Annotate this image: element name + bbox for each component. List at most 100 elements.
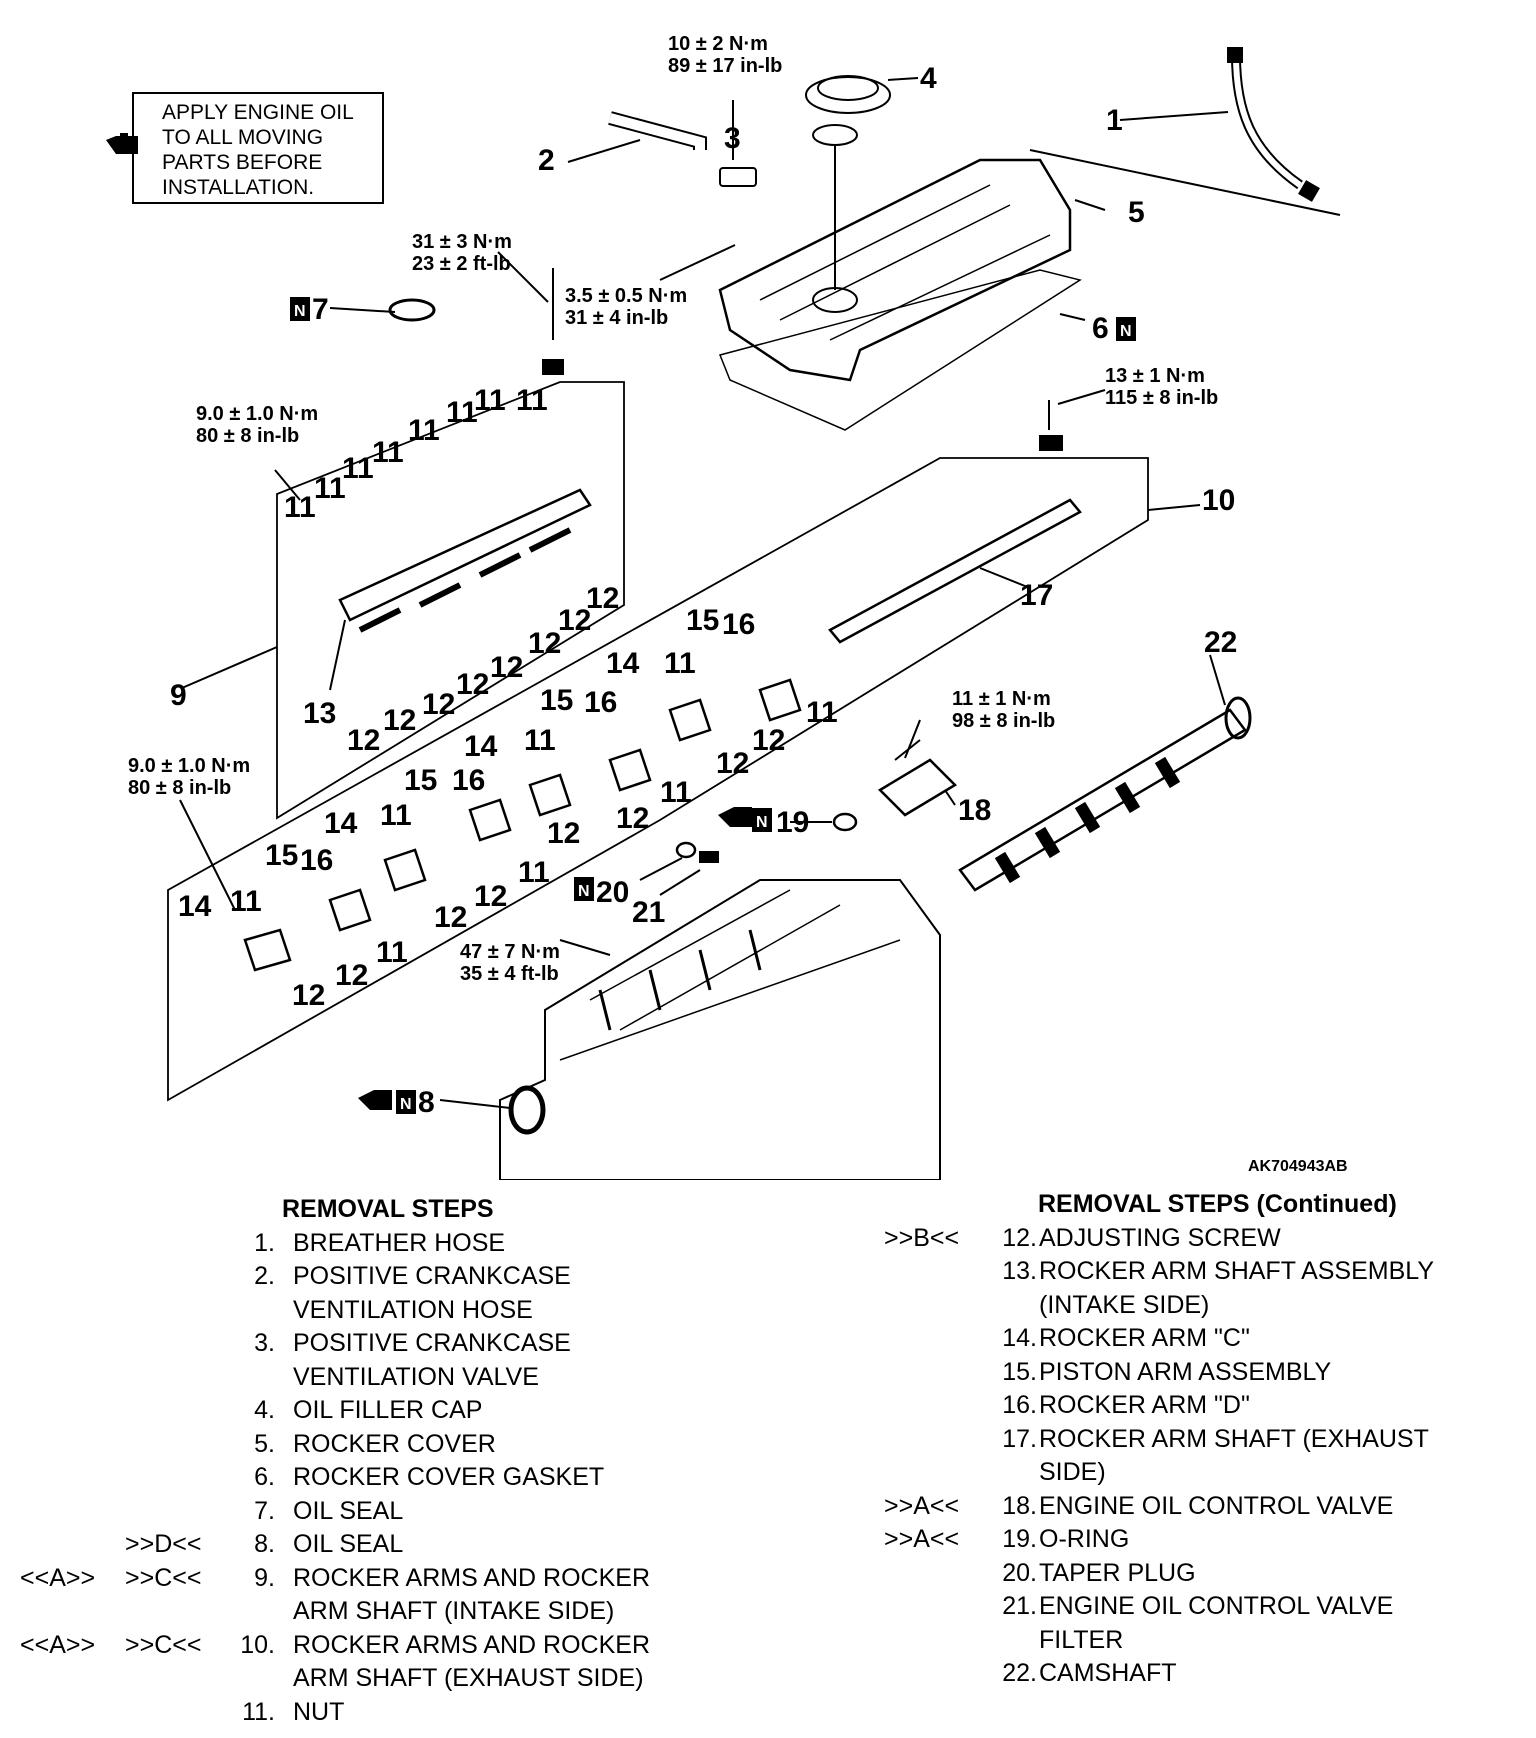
service-mark xyxy=(884,1356,999,1390)
step-number: 3. xyxy=(254,1329,275,1357)
step-text: OIL FILLER CAP xyxy=(293,1396,483,1424)
spacer xyxy=(884,1456,999,1490)
step-text: ROCKER ARM "D" xyxy=(1039,1391,1250,1419)
step-number: 17. xyxy=(1002,1424,1037,1453)
rocker-cover-gasket xyxy=(718,269,1082,431)
exhaust-rocker-shaft xyxy=(828,498,1082,644)
intake-assembly-frame xyxy=(276,381,625,820)
intake-rocker-shaft xyxy=(338,488,592,622)
removal-step: >>A<<19.O-RING xyxy=(884,1523,1524,1557)
spacer xyxy=(233,1361,275,1395)
callout-15: 15 xyxy=(265,839,298,872)
service-mark xyxy=(884,1557,999,1591)
spacer xyxy=(20,1361,125,1395)
removal-step: 14.ROCKER ARM "C" xyxy=(884,1322,1524,1356)
service-mark xyxy=(125,1461,233,1495)
service-mark xyxy=(20,1327,125,1361)
callout-12: 12 xyxy=(292,979,325,1012)
callout-14: 14 xyxy=(178,890,212,923)
torque-spec-filter-nm: 47 ± 7 N·m xyxy=(460,941,560,963)
removal-step: 16.ROCKER ARM "D" xyxy=(884,1389,1524,1423)
callout-14: 14 xyxy=(324,807,358,840)
step-text: ADJUSTING SCREW xyxy=(1039,1223,1281,1252)
removal-step: >>D<<8.OIL SEAL xyxy=(20,1528,760,1562)
service-mark xyxy=(20,1696,125,1730)
torque-spec-valve-lb: 98 ± 8 in-lb xyxy=(952,710,1055,732)
spacer xyxy=(999,1289,1037,1323)
removal-step: 11.NUT xyxy=(20,1696,760,1730)
callout-6: 6 xyxy=(1092,312,1109,345)
step-number: 7. xyxy=(254,1496,275,1525)
step-text: O-RING xyxy=(1039,1525,1130,1553)
torque-spec-exhaust-lb: 115 ± 8 in-lb xyxy=(1105,387,1218,409)
step-number: 14. xyxy=(1002,1324,1037,1352)
removal-steps-list: REMOVAL STEPS 1. BREATHER HOSE 2.POSITIVE … xyxy=(20,1193,760,1729)
torque-spec-valve-nm: 11 ± 1 N·m xyxy=(952,688,1051,710)
spacer xyxy=(884,1289,999,1323)
step-number: 10. xyxy=(240,1630,275,1659)
step-text: (INTAKE SIDE) xyxy=(1039,1290,1210,1319)
oil-filler-cap xyxy=(805,76,891,114)
removal-step: <<A>>>>C<<10.ROCKER ARMS AND ROCKER xyxy=(20,1629,760,1663)
callout-13: 13 xyxy=(303,697,336,730)
removal-step: 7.OIL SEAL xyxy=(20,1495,760,1529)
torque-spec-filter-lb: 35 ± 4 ft-lb xyxy=(460,963,559,985)
step-number: 19. xyxy=(1002,1525,1037,1553)
step-text: ARM SHAFT (EXHAUST SIDE) xyxy=(293,1664,644,1692)
removal-step: 3.POSITIVE CRANKCASE xyxy=(20,1327,760,1361)
callout-19: 19 xyxy=(776,806,809,839)
step-text: BREATHER HOSE xyxy=(293,1228,506,1257)
callout-11: 11 xyxy=(372,436,404,469)
service-mark xyxy=(125,1428,233,1462)
step-text: ENGINE OIL CONTROL VALVE xyxy=(1039,1592,1394,1620)
step-text: ROCKER COVER GASKET xyxy=(293,1463,605,1491)
callout-16: 16 xyxy=(300,844,333,877)
torque-spec-intake-lb: 80 ± 8 in-lb xyxy=(196,425,299,447)
note-line: TO ALL MOVING xyxy=(162,126,324,149)
callout-12: 12 xyxy=(456,668,489,701)
removal-step: 21.ENGINE OIL CONTROL VALVE xyxy=(884,1590,1524,1624)
step-text: VENTILATION HOSE xyxy=(293,1295,533,1324)
service-mark: >>D<< xyxy=(125,1530,202,1558)
service-mark xyxy=(20,1428,125,1462)
engine-oil-control-valve xyxy=(877,758,958,817)
step-number: 11. xyxy=(242,1697,275,1726)
step-text: ROCKER ARM SHAFT (EXHAUST xyxy=(1039,1424,1429,1453)
callout-12: 12 xyxy=(528,627,561,660)
callout-11: 11 xyxy=(516,384,548,417)
spacer xyxy=(233,1294,275,1328)
callout-7: 7 xyxy=(312,293,329,326)
step-text: ROCKER ARM "C" xyxy=(1039,1324,1250,1352)
torque-specs: 10 ± 2 N·m 89 ± 17 in-lb 31 ± 3 N·m 23 ±… xyxy=(128,33,1218,985)
cylinder-head xyxy=(499,879,941,1180)
removal-step: 22.CAMSHAFT xyxy=(884,1657,1524,1691)
step-number: 1. xyxy=(254,1228,275,1257)
callout-12: 12 xyxy=(616,802,649,835)
service-mark: >>B<< xyxy=(884,1223,960,1252)
callout-16: 16 xyxy=(584,686,617,719)
step-text: PISTON ARM ASSEMBLY xyxy=(1039,1357,1332,1386)
exploded-view-diagram: N N N N N 1 2 3 4 5 6 7 8 9 10 13 17 18 … xyxy=(128,33,1341,1180)
step-text: ROCKER ARMS AND ROCKER xyxy=(293,1563,651,1592)
callout-12: 12 xyxy=(434,901,467,934)
oil-can-icon xyxy=(718,807,752,827)
service-mark xyxy=(20,1394,125,1428)
service-mark xyxy=(125,1394,233,1428)
step-text: POSITIVE CRANKCASE xyxy=(293,1262,571,1290)
callout-11: 11 xyxy=(518,856,550,889)
repeated-callouts: 11 11 11 11 11 11 11 11 12 12 12 12 12 1… xyxy=(178,384,838,1012)
torque-spec-nut-nm: 9.0 ± 1.0 N·m xyxy=(128,755,250,777)
step-number: 5. xyxy=(254,1429,275,1458)
spacer xyxy=(999,1624,1037,1658)
callout-12: 12 xyxy=(474,880,507,913)
step-text: ROCKER ARM SHAFT ASSEMBLY xyxy=(1039,1257,1435,1285)
callout-3: 3 xyxy=(724,122,741,155)
callout-12: 12 xyxy=(716,747,749,780)
removal-steps-title: REMOVAL STEPS xyxy=(282,1195,494,1223)
step-number: 4. xyxy=(254,1396,275,1424)
removal-step: 17.ROCKER ARM SHAFT (EXHAUST xyxy=(884,1423,1524,1457)
removal-step: 2.POSITIVE CRANKCASE xyxy=(20,1260,760,1294)
callout-5: 5 xyxy=(1128,196,1145,229)
